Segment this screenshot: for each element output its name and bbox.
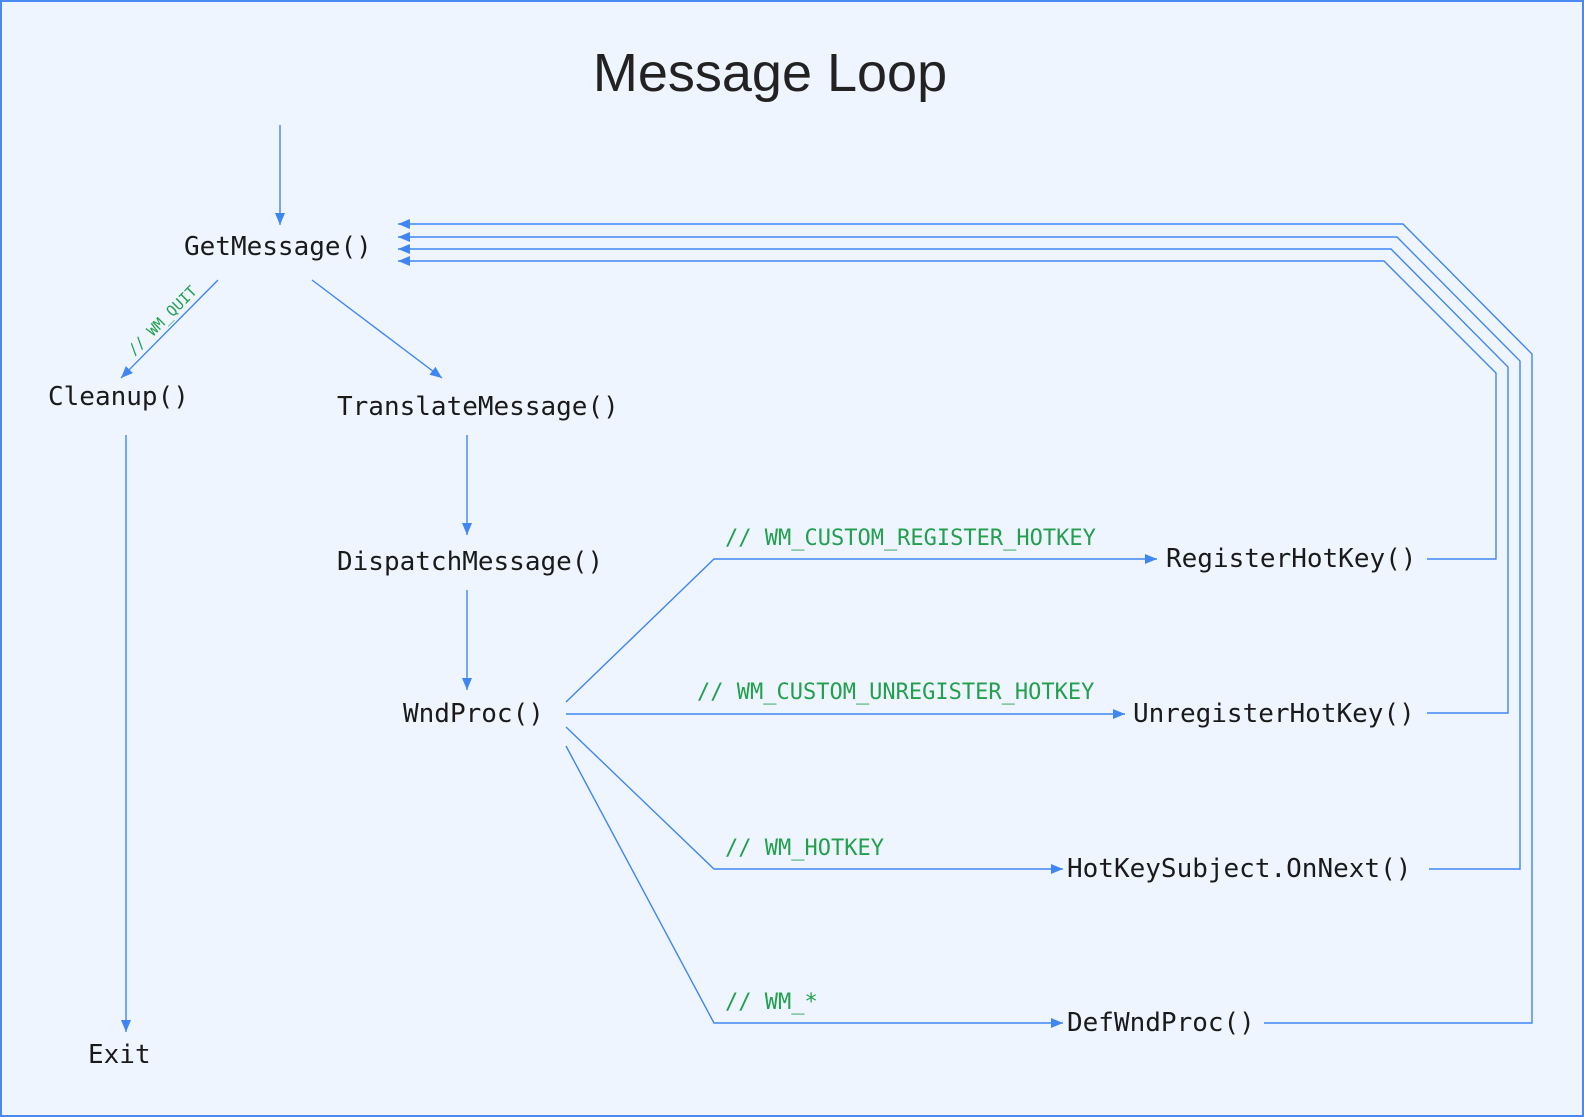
diagram-title: Message Loop bbox=[593, 43, 947, 103]
node-hotkeysubject-onnext: HotKeySubject.OnNext() bbox=[1067, 854, 1411, 884]
edge-wndproc-to-defwndproc bbox=[565, 745, 1063, 1028]
node-dispatchmessage: DispatchMessage() bbox=[337, 547, 603, 577]
edge-getmessage-to-cleanup bbox=[120, 279, 219, 379]
node-getmessage: GetMessage() bbox=[184, 232, 372, 262]
edge-wndproc-to-registerhotkey bbox=[565, 554, 1157, 703]
node-cleanup: Cleanup() bbox=[48, 382, 189, 412]
edge-wndproc-to-hotkeysubject-onnext bbox=[565, 726, 1063, 874]
node-registerhotkey: RegisterHotKey() bbox=[1166, 544, 1416, 574]
edge-label-wm-hotkey: // WM_HOTKEY bbox=[725, 836, 884, 861]
edge-label-wm-any: // WM_* bbox=[725, 990, 818, 1015]
node-unregisterhotkey: UnregisterHotKey() bbox=[1133, 699, 1415, 729]
node-exit: Exit bbox=[88, 1040, 151, 1070]
edge-defwndproc-to-getmessage bbox=[398, 219, 1533, 1024]
edge-label-wm-custom-register-hotkey: // WM_CUSTOM_REGISTER_HOTKEY bbox=[725, 526, 1096, 551]
edge-label-wm-custom-unregister-hotkey: // WM_CUSTOM_UNREGISTER_HOTKEY bbox=[697, 680, 1094, 705]
node-wndproc: WndProc() bbox=[403, 699, 544, 729]
node-defwndproc: DefWndProc() bbox=[1067, 1008, 1255, 1038]
edge-unregisterhotkey-to-getmessage bbox=[398, 244, 1509, 714]
node-translatemessage: TranslateMessage() bbox=[337, 392, 619, 422]
edge-registerhotkey-to-getmessage bbox=[398, 256, 1497, 560]
edge-getmessage-to-translatemessage bbox=[311, 279, 443, 379]
edge-hotkeysubject-onnext-to-getmessage bbox=[398, 232, 1521, 870]
